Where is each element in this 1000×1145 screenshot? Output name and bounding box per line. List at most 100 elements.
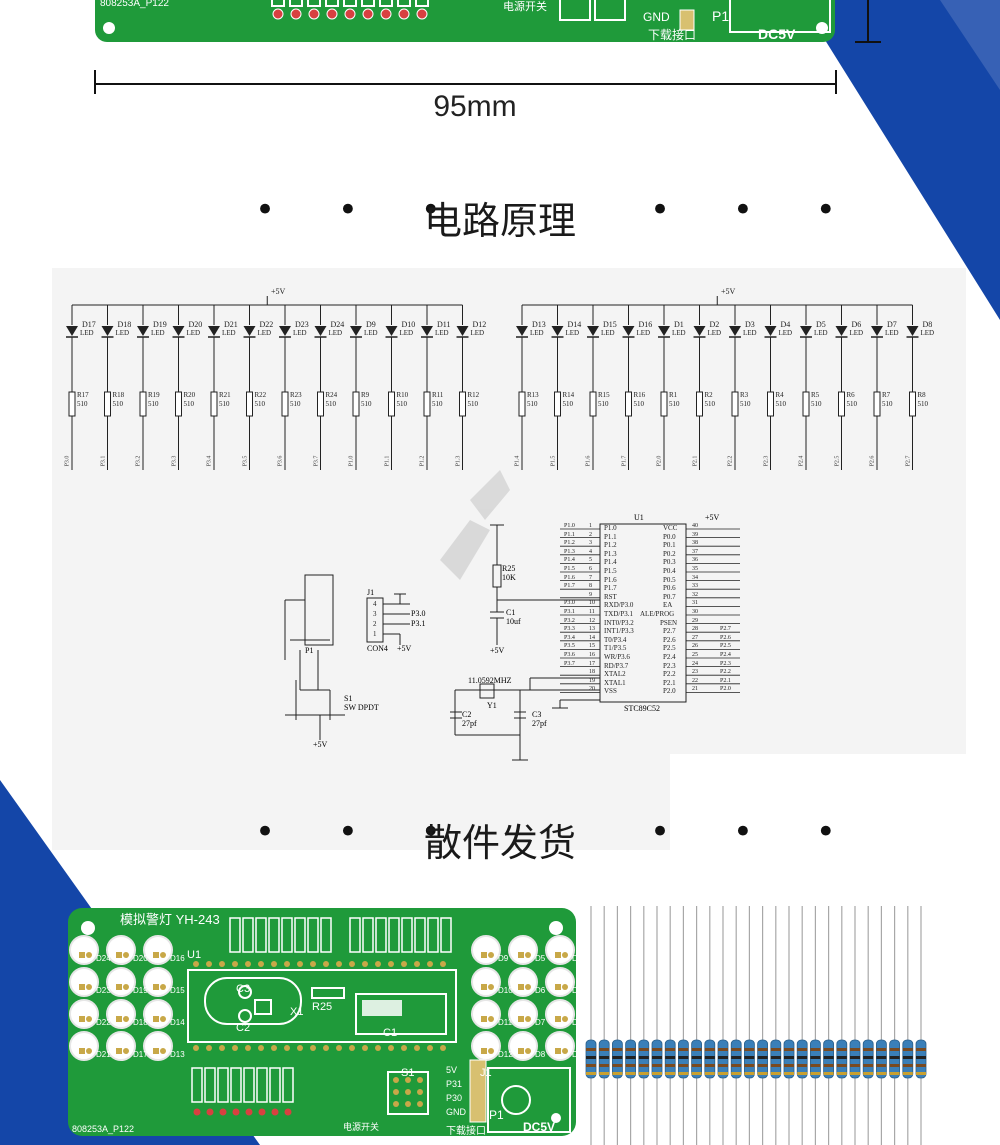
pcb-led-label: D9 [498,954,509,963]
pcb-led-footprint [143,999,173,1029]
pcb-led-footprint [106,999,136,1029]
pcb-led-footprint [106,935,136,965]
led-type-label: LED [920,329,935,337]
mcu-left-pin-number: 3 [589,540,592,547]
led-symbol [137,326,149,336]
port-label: P1.7 [620,455,627,467]
led-label: D12 [472,320,487,329]
resistor-value: 510 [183,400,195,408]
resistor-value: 510 [219,400,230,408]
pcb-download-label: 下载接口 [446,1126,486,1137]
c3-label: C3 [532,710,542,719]
resistor-symbol [589,391,597,417]
resistor-value: 510 [290,400,301,408]
port-label: P1.2 [419,455,426,467]
led-type-label: LED [293,329,307,337]
pcb-r25: R25 [312,1001,333,1013]
led-label: D13 [532,320,546,329]
mcu-right-pin: P2.3 [663,661,676,670]
reset-supply: +5V [490,646,505,655]
led-type-label: LED [814,329,828,337]
pcb-led-label: D15 [170,986,185,995]
crystal-ref: Y1 [487,701,497,710]
c2-value: 27pf [462,719,477,728]
mcu-right-pin: ALE/PROG [640,610,675,618]
port-label: P3.0 [64,455,71,467]
c1-value: 10uf [506,617,521,626]
mcu-left-net: P1.2 [564,540,575,547]
led-type-label: LED [885,329,899,337]
top-board-power-label: 电源开关 [503,1,547,13]
led-symbol [729,326,741,336]
led-type-label: LED [849,329,864,337]
pcb-led-label: D24 [96,954,111,963]
resistor-label: R23 [290,391,302,399]
led-label: D1 [674,320,684,329]
resistor-label: R17 [77,391,89,399]
mcu-right-pin-number: 38 [692,540,698,547]
pcb-led-label: D10 [498,986,513,995]
mcu-right-pin: P2.1 [663,678,676,687]
s1-label: S1 [344,694,353,703]
led-type-label: LED [328,329,343,337]
resistor-symbol [352,391,360,417]
mcu-right-pin: P0.2 [663,549,676,558]
port-label: P2.6 [869,455,876,467]
port-label: P2.3 [762,455,769,467]
led-type-label: LED [435,329,449,337]
mcu-left-pin-number: 15 [589,643,595,650]
pcb-u1: U1 [187,949,202,961]
pcb-led-footprint [106,1031,136,1061]
pcb-led-footprint [69,935,99,965]
pcb-led-label: D21 [96,1050,111,1059]
mcu-right-net: P2.4 [720,652,731,658]
led-symbol [208,326,220,336]
led-label: D20 [188,320,203,329]
j1-pin-number: 3 [373,610,377,618]
resistor-symbol [459,391,466,417]
led-symbol [172,326,185,336]
resistor-label: R4 [775,391,784,399]
pcb-led-footprint [508,935,538,965]
led-label: D21 [224,320,238,329]
mcu-left-pin-number: 1 [589,523,592,529]
pcb-led-label: D1 [572,954,583,963]
resistor-symbol [210,391,218,417]
led-symbol [693,326,706,336]
mcu-left-net: P3.6 [564,652,575,658]
led-symbol [551,326,564,336]
pcb-led-footprint [508,999,538,1029]
mcu-right-net: P2.2 [720,669,731,676]
port-label: P3.3 [170,455,177,467]
resistor-symbol [104,391,111,417]
mcu-right-pin-number: 27 [692,634,698,641]
reset-circuit [490,524,600,645]
dots-left-2: • • • [255,812,467,852]
led-label: D24 [330,320,345,329]
port-label: P2.5 [833,455,840,467]
pcb-led-footprint [508,1031,538,1061]
led-type-label: LED [565,329,580,337]
port-label: P1.6 [585,455,592,467]
led-label: D4 [780,320,791,329]
led-symbol [622,326,635,336]
pcb-led-footprint [471,935,501,965]
mcu-left-pin: TXD/P3.1 [604,610,633,618]
con4-supply: +5V [397,644,412,653]
led-bank-right [516,296,919,470]
port-label: P1.1 [383,455,390,467]
resistor-value: 510 [527,400,538,408]
mcu-left-pin: T0/P3.4 [604,635,627,644]
mcu-right-pin: P0.5 [663,575,676,584]
supply-label-left: +5V [271,287,286,296]
mcu-left-net: P3.4 [564,634,575,641]
resistor-symbol [175,391,182,417]
led-symbol [279,326,291,336]
mcu-left-pin-number: 11 [589,609,595,615]
led-type-label: LED [399,329,414,337]
mcu-right-pin: VCC [663,524,678,532]
mcu-left-pin: RST [604,592,617,601]
resistor-symbol [246,391,253,417]
top-board-download-label: 下载接口 [648,28,697,42]
mcu-right-net: P2.0 [720,686,731,693]
